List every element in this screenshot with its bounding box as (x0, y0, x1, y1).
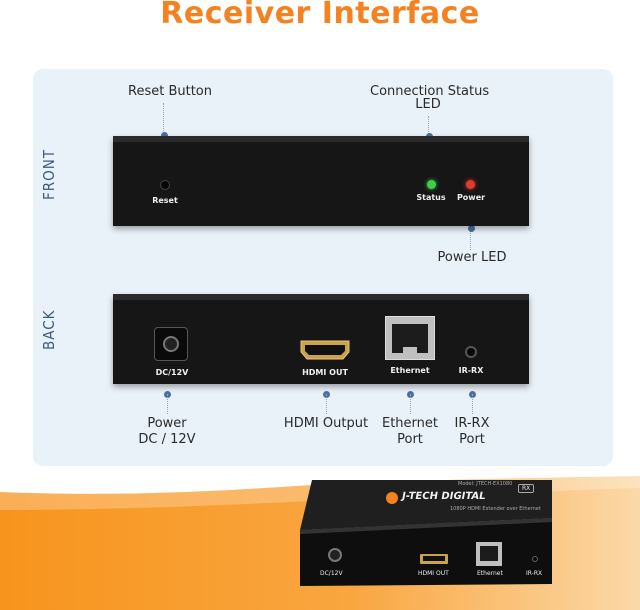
page-title: Receiver Interface (160, 0, 480, 31)
power-led-callout: Power LED (432, 250, 512, 266)
status-label: Status (416, 193, 446, 202)
ethernet-port (385, 316, 435, 360)
dc-label: DC/12V (155, 368, 189, 377)
hdmi-output-callout: HDMI Output (280, 416, 372, 432)
power-dc-callout: Power DC / 12V (127, 416, 207, 448)
dc-jack (154, 327, 188, 361)
ir-rx-label: IR-RX (458, 366, 484, 375)
hdmi-port-icon (300, 340, 350, 360)
reset-button[interactable] (160, 180, 170, 190)
product-model: Model: JTECH-EX1080 (458, 481, 513, 487)
ir-rx-jack (465, 346, 477, 358)
reset-leader-line (163, 103, 164, 135)
hdmi-leader-line (326, 394, 327, 414)
ethernet-socket-icon (392, 324, 428, 353)
power-led-leader-line (470, 228, 471, 250)
product-dc-label: DC/12V (320, 570, 343, 577)
ir-rx-callout-line2: Port (459, 432, 485, 447)
connection-status-callout: Connection Status LED (370, 84, 490, 113)
reset-button-callout-text: Reset Button (128, 84, 212, 99)
power-led (466, 180, 475, 189)
product-tagline: 1080P HDMI Extender over Ethernet (450, 506, 541, 512)
ethernet-callout-line1: Ethernet (382, 416, 438, 431)
status-led (427, 180, 436, 189)
product-ir-rx-label: IR-RX (526, 570, 543, 577)
front-side-label: FRONT (40, 148, 58, 200)
product-ir-rx-jack (532, 556, 538, 562)
ethernet-callout-line2: Port (397, 432, 423, 447)
connection-status-callout-line2: LED (415, 97, 441, 112)
product-ethernet-port (476, 542, 502, 566)
dc-jack-hole-icon (163, 336, 179, 352)
product-hdmi-port (420, 554, 448, 564)
reset-leader-dot (160, 131, 168, 139)
ir-rx-callout-line1: IR-RX (454, 416, 490, 431)
power-dc-callout-line2: DC / 12V (138, 432, 196, 447)
ethernet-callout: Ethernet Port (378, 416, 442, 448)
brand-logo-icon (386, 492, 398, 504)
product-badge: RX (518, 484, 535, 493)
reset-label: Reset (152, 196, 178, 205)
product-hdmi-label: HDMI OUT (418, 570, 449, 577)
ethernet-leader-line (410, 394, 411, 414)
hdmi-out-label: HDMI OUT (302, 368, 348, 377)
connection-status-callout-line1: Connection Status (370, 84, 490, 99)
power-led-callout-text: Power LED (437, 250, 507, 265)
power-led-leader-dot (467, 224, 475, 232)
ir-rx-leader-line (472, 394, 473, 414)
diagram-panel (33, 69, 613, 466)
power-dc-callout-line1: Power (147, 416, 187, 431)
status-leader-line (428, 116, 429, 136)
product-3d-render: J-TECH DIGITAL RX Model: JTECH-EX1080 10… (290, 478, 558, 586)
power-label: Power (456, 193, 486, 202)
power-dc-leader-line (167, 394, 168, 414)
product-dc-jack (328, 548, 342, 562)
hdmi-output-callout-text: HDMI Output (283, 416, 369, 431)
ir-rx-callout: IR-RX Port (446, 416, 498, 448)
reset-button-callout: Reset Button (122, 84, 218, 100)
product-brand: J-TECH DIGITAL (401, 491, 487, 502)
ethernet-label: Ethernet (390, 366, 430, 375)
back-panel-device: DC/12V HDMI OUT Ethernet IR-RX (113, 294, 529, 384)
hdmi-port (300, 340, 350, 360)
product-box-shape (300, 480, 552, 586)
back-side-label: BACK (40, 309, 58, 351)
front-panel-device: Reset Status Power (113, 136, 529, 226)
product-ethernet-label: Ethernet (477, 570, 503, 577)
